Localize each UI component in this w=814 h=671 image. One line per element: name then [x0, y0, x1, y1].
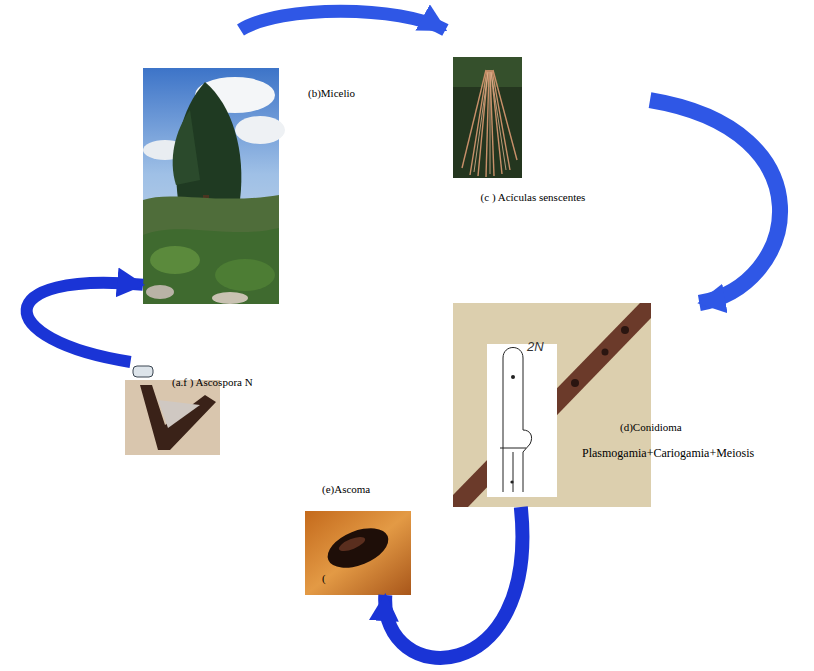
stage-label: (c ) Acículas senscentes: [478, 190, 588, 204]
stage-label: (a.f ) Ascospora N: [172, 375, 253, 389]
cycle-arrow: [27, 283, 143, 362]
stage-label: (e)Ascoma: [322, 482, 370, 496]
needles-photo: [453, 57, 522, 178]
stage-node: (b)Micelio: [143, 30, 393, 304]
stage-node: (d)ConidiomaPlasmogamia+Cariogamia+Meios…: [453, 303, 810, 507]
stray-mark: (: [322, 572, 326, 585]
conidioma-photo: [453, 303, 651, 507]
ascoma-photo: [305, 511, 411, 595]
ploidy-label: 2N: [527, 340, 544, 353]
stage-node: (a.f ) Ascospora N: [120, 362, 295, 457]
stage-node: (c ) Acículas senscentes: [430, 30, 650, 225]
tree-photo: [143, 68, 285, 304]
stage-label: (d)Conidioma: [620, 420, 682, 434]
cycle-arrow: [650, 100, 780, 303]
cycle-arrow: [241, 11, 446, 30]
stage-label: (b)Micelio: [308, 86, 355, 100]
stage-node: (e)Ascoma: [305, 482, 415, 595]
cycle-arrow: [385, 507, 522, 658]
process-note: Plasmogamia+Cariogamia+Meiosis: [582, 446, 754, 461]
